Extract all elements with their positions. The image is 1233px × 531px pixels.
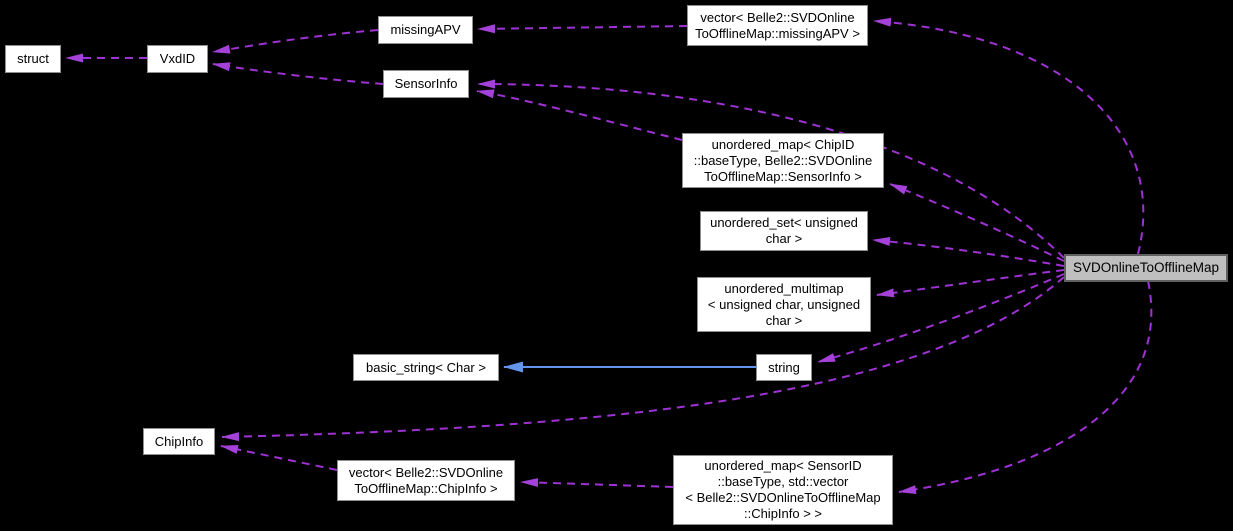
node-label: unordered_set< unsigned [710,215,858,230]
node-basic-string: basic_string< Char > [353,354,499,381]
node-label: struct [17,51,49,66]
node-umap-sensorid: unordered_map< SensorID ::baseType, std:… [673,455,893,525]
edge-main-to-vector-missingapv [873,17,1145,255]
edge-main-to-umap-chipid [889,183,1065,262]
edge-umap-chipid-to-sensorinfo [476,89,683,141]
node-label: < Belle2::SVDOnlineToOfflineMap [685,490,881,505]
node-label: < unsigned char, unsigned [707,296,861,312]
node-label: VxdID [159,51,196,66]
edge-main-to-chipinfo [221,276,1065,442]
edge-umap-sensorid-to-vector-chipinfo [520,478,674,488]
node-vector-chipinfo: vector< Belle2::SVDOnline ToOfflineMap::… [337,460,515,501]
node-sensorinfo[interactable]: SensorInfo [383,70,469,98]
node-label: ::baseType, Belle2::SVDOnline [693,152,873,168]
edge-vector-chipinfo-to-chipinfo [220,445,338,471]
node-label: missingAPV [390,22,461,37]
edge-sensorinfo-to-vxdid [212,62,384,85]
node-umultimap: unordered_multimap < unsigned char, unsi… [697,277,871,332]
node-label: ToOfflineMap::SensorInfo > [704,168,862,184]
edge-main-to-umap-sensorid [898,280,1153,495]
node-label: basic_string< Char > [366,359,486,375]
node-label: ::ChipInfo > > [743,506,823,521]
node-label: ChipInfo [154,433,204,449]
node-label: unordered_map< SensorID [704,458,862,473]
node-string: string [756,354,812,381]
edge-main-to-uset [872,237,1065,267]
node-svdonlinetoofflinemap: SVDOnlineToOfflineMap [1064,254,1228,282]
node-vector-missingapv: vector< Belle2::SVDOnline ToOfflineMap::… [687,5,868,46]
edge-main-to-umultimap [876,269,1065,298]
edge-missingapv-to-vxdid [212,29,379,54]
node-label: string [768,359,800,375]
node-label: ::baseType, std::vector [717,474,849,489]
node-label: vector< Belle2::SVDOnline [348,464,504,480]
node-label: SensorInfo [394,76,458,91]
node-label: ToOfflineMap::ChipInfo > [354,480,498,496]
node-umap-chipid: unordered_map< ChipID ::baseType, Belle2… [682,133,884,188]
node-struct: struct [5,45,61,73]
node-label: unordered_map< ChipID [711,136,855,152]
node-label: char > [765,312,803,328]
node-label: unordered_multimap [724,280,844,296]
node-label: ToOfflineMap::missingAPV > [695,25,860,41]
node-label: SVDOnlineToOfflineMap [1072,260,1220,275]
node-label: char > [765,231,803,246]
edge-main-to-sensorinfo [477,79,1065,259]
node-vxdid[interactable]: VxdID [147,45,208,73]
node-missingapv[interactable]: missingAPV [378,16,473,44]
edge-vector-missingapv-to-missingapv [477,24,688,34]
node-chipinfo[interactable]: ChipInfo [143,428,215,455]
node-uset: unordered_set< unsigned char > [700,211,868,251]
node-label: vector< Belle2::SVDOnline [700,9,855,25]
